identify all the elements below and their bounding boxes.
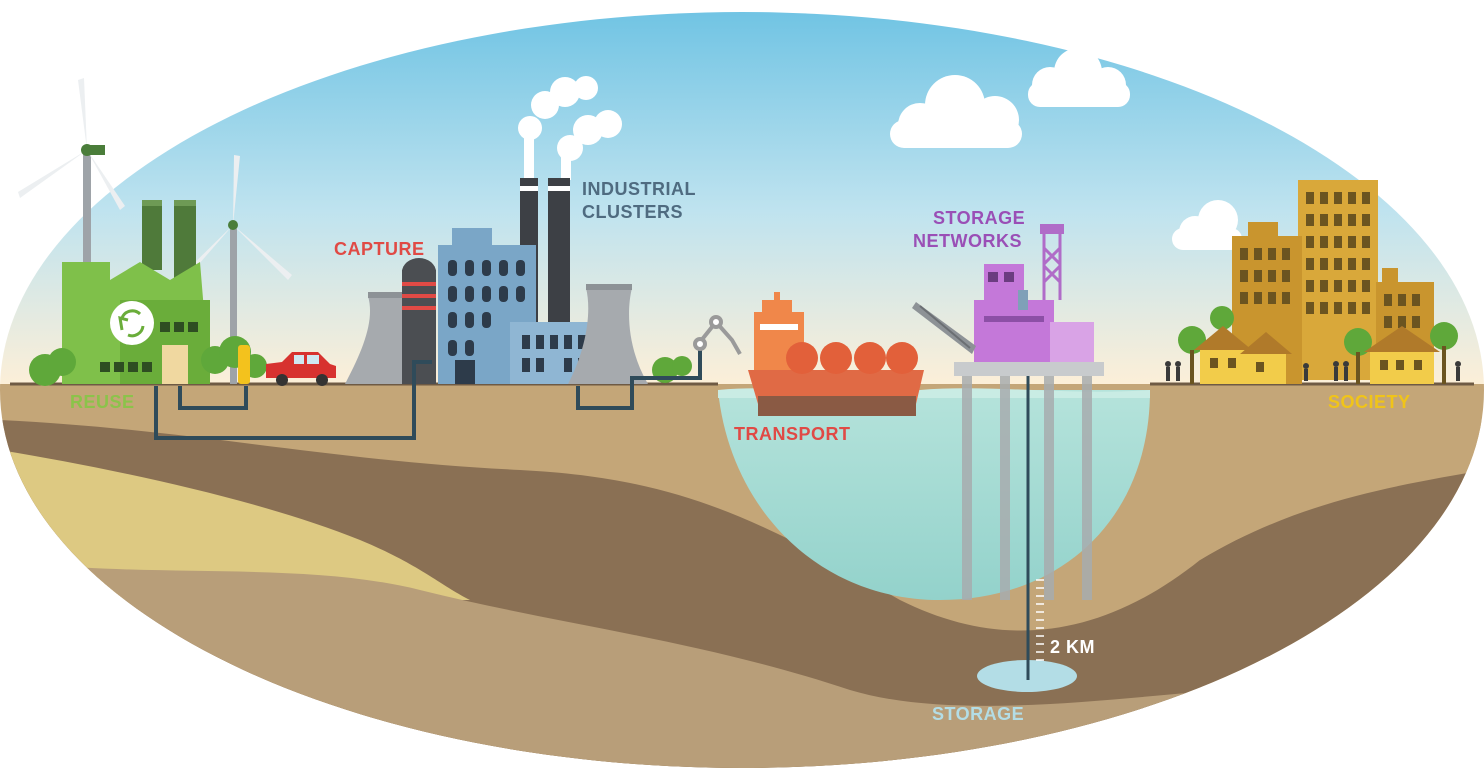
- cloud-icon: [1028, 48, 1130, 107]
- label-transport: TRANSPORT: [734, 424, 851, 444]
- tree-icon: [1178, 306, 1458, 384]
- ground-yellow-layer: [0, 450, 470, 600]
- co2-pipeline: [154, 340, 702, 440]
- ship-icon: [748, 292, 924, 416]
- label-storage: STORAGE: [932, 704, 1024, 724]
- ground-right-band: [1100, 420, 1484, 560]
- label-storage-networks-line1: STORAGE: [933, 208, 1025, 228]
- label-reuse: REUSE: [70, 392, 135, 412]
- sea: [718, 390, 1150, 600]
- person-icon: [1165, 361, 1461, 381]
- electric-car-icon: [266, 352, 336, 386]
- label-storage-networks-line2: NETWORKS: [913, 231, 1022, 251]
- label-depth: 2 KM: [1050, 637, 1095, 657]
- recycle-icon: [110, 301, 154, 345]
- smoke: [518, 76, 622, 180]
- offshore-platform-icon: [912, 224, 1104, 600]
- charger: [238, 345, 250, 384]
- depth-scale: [1036, 579, 1044, 661]
- label-society: SOCIETY: [1328, 392, 1411, 412]
- house-icon: [1194, 326, 1440, 384]
- capture-tank: [402, 258, 436, 384]
- crane-icon: [693, 315, 742, 355]
- cloud-icon: [1172, 200, 1242, 250]
- label-capture: CAPTURE: [334, 239, 425, 259]
- cooling-tower-icon: [568, 284, 648, 384]
- label-industrial-line1: INDUSTRIAL: [582, 179, 696, 199]
- cloud-icon: [890, 75, 1022, 148]
- reuse-factory: [62, 200, 210, 384]
- label-industrial-line2: CLUSTERS: [582, 202, 683, 222]
